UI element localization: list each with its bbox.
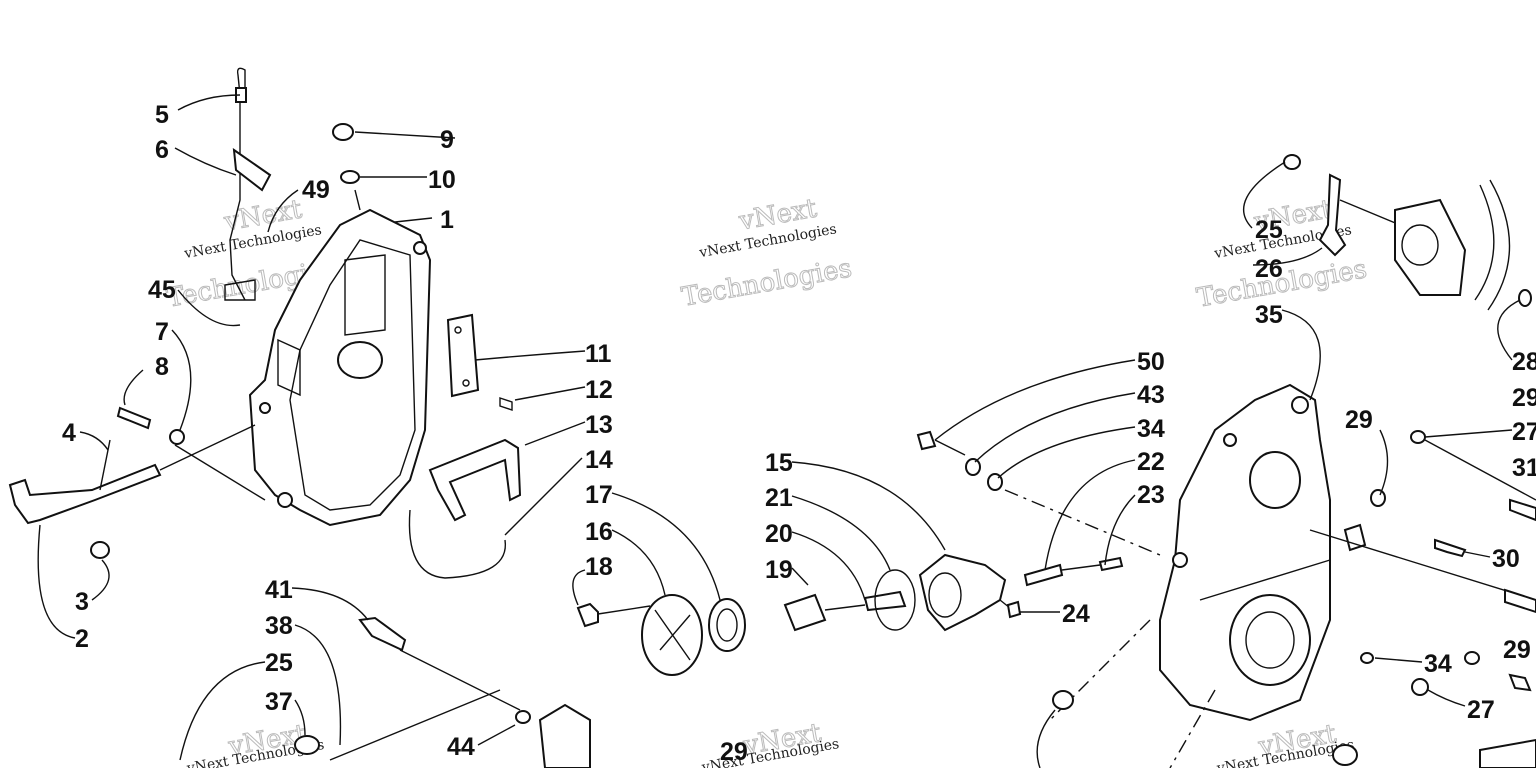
callout-35: 35 xyxy=(1255,301,1283,329)
leader-lines xyxy=(37,94,1521,761)
chaincase-cover-part xyxy=(248,208,432,527)
watermark-3: vNext Technologies vNext Technologies xyxy=(1194,194,1370,314)
callout-12: 12 xyxy=(585,376,613,404)
callout-13: 13 xyxy=(585,411,613,439)
watermark-5: vNext vNext Technologies xyxy=(700,718,841,768)
callout-4: 4 xyxy=(62,419,76,447)
tensioner-assembly-part xyxy=(576,553,1124,676)
callout-45: 45 xyxy=(148,276,176,304)
callout-29-mid: 29 xyxy=(1345,406,1373,434)
fill-plug-part xyxy=(332,123,361,211)
right-fasteners-part xyxy=(1309,430,1536,768)
callout-19: 19 xyxy=(765,556,793,584)
callout-15: 15 xyxy=(765,449,793,477)
callout-22: 22 xyxy=(1137,448,1165,476)
callout-49: 49 xyxy=(302,176,330,204)
callout-27-upper: 27 xyxy=(1512,418,1536,446)
watermark-2: vNext Technologies vNext Technologies xyxy=(679,193,855,313)
callout-50: 50 xyxy=(1137,348,1165,376)
callout-41: 41 xyxy=(265,576,293,604)
callout-6: 6 xyxy=(155,136,169,164)
callout-29-right-top: 29 xyxy=(1512,384,1536,412)
dipstick-part xyxy=(224,67,272,301)
callout-34-lower: 34 xyxy=(1424,650,1452,678)
callout-43: 43 xyxy=(1137,381,1165,409)
callout-5: 5 xyxy=(155,101,169,129)
callout-7: 7 xyxy=(155,318,169,346)
callout-31: 31 xyxy=(1512,454,1536,482)
callout-23: 23 xyxy=(1137,481,1165,509)
callout-37: 37 xyxy=(265,688,293,716)
tensioner-bolt-part xyxy=(916,430,1161,556)
callout-18: 18 xyxy=(585,553,613,581)
callout-34-upper: 34 xyxy=(1137,415,1165,443)
callout-17: 17 xyxy=(585,481,613,509)
shift-shaft-part xyxy=(8,406,266,559)
callout-29-lower-right: 29 xyxy=(1503,636,1531,664)
lower-bushing-part xyxy=(294,616,591,768)
callout-21: 21 xyxy=(765,484,793,512)
callout-38: 38 xyxy=(265,612,293,640)
callout-20: 20 xyxy=(765,520,793,548)
chaincase-housing-part xyxy=(1159,383,1367,722)
callout-1: 1 xyxy=(440,206,454,234)
callout-24: 24 xyxy=(1062,600,1090,628)
svg-text:Technologies: Technologies xyxy=(679,253,854,312)
callout-9: 9 xyxy=(440,126,454,154)
callout-11: 11 xyxy=(585,340,612,368)
callout-44: 44 xyxy=(447,733,475,761)
callout-14: 14 xyxy=(585,446,613,474)
callout-28: 28 xyxy=(1512,348,1536,376)
callout-10: 10 xyxy=(428,166,456,194)
callout-16: 16 xyxy=(585,518,613,546)
callout-2: 2 xyxy=(75,625,89,653)
callout-25-lower: 25 xyxy=(265,649,293,677)
callout-3: 3 xyxy=(75,588,89,616)
callout-labels: 5 6 9 10 49 1 45 7 8 11 12 13 4 14 3 2 1… xyxy=(62,101,1536,766)
callout-26: 26 xyxy=(1255,255,1283,283)
bracket-part xyxy=(408,438,522,579)
alignment-line-part xyxy=(1036,619,1358,768)
callout-25-upper: 25 xyxy=(1255,216,1283,244)
callout-27-lower: 27 xyxy=(1467,696,1495,724)
callout-8: 8 xyxy=(155,353,169,381)
upper-right-bracket-part xyxy=(1283,154,1532,311)
cover-plate-part xyxy=(446,313,513,411)
callout-30: 30 xyxy=(1492,545,1520,573)
callout-29-lower: 29 xyxy=(720,738,748,766)
